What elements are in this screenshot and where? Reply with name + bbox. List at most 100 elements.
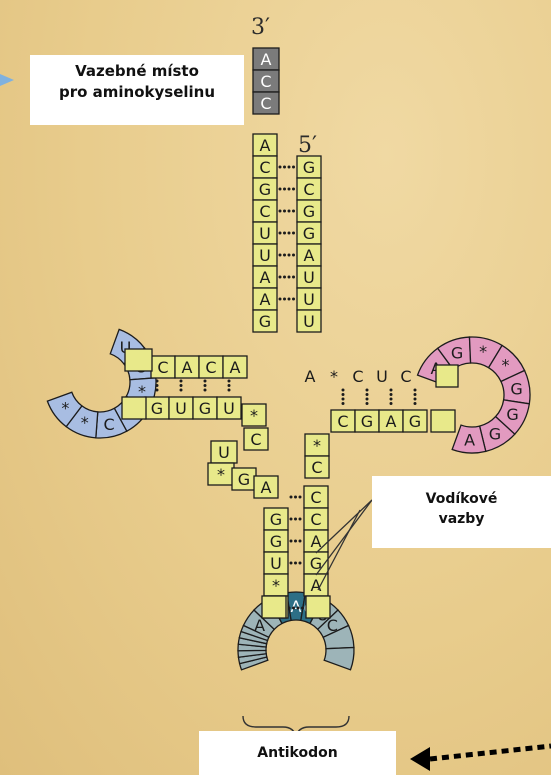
- svg-text:G: G: [451, 343, 463, 362]
- svg-text:G: G: [506, 405, 518, 424]
- hydrogen-bonds-label: Vodíkové vazby: [372, 476, 551, 548]
- svg-text:G: G: [489, 424, 501, 443]
- svg-text:G: G: [270, 532, 282, 551]
- svg-text:*: *: [61, 398, 69, 417]
- t-link-0: [436, 365, 458, 387]
- svg-text:C: C: [352, 367, 363, 386]
- variable-loop-1: C: [305, 456, 329, 478]
- t-arm-top-0: C: [400, 367, 411, 386]
- svg-text:A: A: [261, 50, 272, 69]
- svg-text:*: *: [217, 465, 225, 484]
- svg-text:*: *: [272, 576, 280, 595]
- svg-text:*: *: [502, 356, 510, 375]
- t-arm-top-2: C: [352, 367, 363, 386]
- acceptor-left-6: A: [253, 266, 277, 288]
- svg-text:*: *: [250, 406, 258, 425]
- svg-text:C: C: [400, 367, 411, 386]
- svg-text:G: G: [303, 158, 315, 177]
- svg-text:C: C: [259, 202, 270, 221]
- svg-text:A: A: [311, 532, 322, 551]
- acceptor-left-5: U: [253, 244, 277, 266]
- t-arm-bottom-3: G: [403, 410, 427, 432]
- svg-text:A: A: [260, 268, 271, 287]
- svg-text:U: U: [303, 290, 315, 309]
- acceptor-right-5: U: [297, 266, 321, 288]
- acceptor-overhang-1: C: [253, 70, 279, 92]
- anticodon-stem-left-4: U: [264, 552, 288, 574]
- connector-2: U: [211, 441, 237, 463]
- binding-site-line-2: pro aminokyselinu: [30, 82, 244, 103]
- acceptor-left-2: G: [253, 178, 277, 200]
- d-arm-bottom-3: U: [217, 397, 241, 419]
- anticodon-stem-left-5: *: [264, 574, 288, 596]
- anticodon-stem-left-1: A: [254, 476, 278, 498]
- anticodon-loop-c-1: [324, 647, 354, 669]
- svg-text:*: *: [479, 342, 487, 361]
- svg-text:G: G: [270, 510, 282, 529]
- aminoacid-binding-site-label: Vazebné místo pro aminokyselinu: [30, 55, 244, 125]
- d-arm-top-1: A: [175, 356, 199, 378]
- t-arm-bottom-0: C: [331, 410, 355, 432]
- anticodon-label: Antikodon: [199, 731, 396, 775]
- svg-text:G: G: [199, 399, 211, 418]
- acceptor-right-0: G: [297, 156, 321, 178]
- svg-text:U: U: [175, 399, 187, 418]
- svg-text:C: C: [157, 358, 168, 377]
- svg-text:C: C: [260, 72, 271, 91]
- svg-text:C: C: [337, 412, 348, 431]
- svg-text:*: *: [330, 367, 338, 386]
- svg-text:G: G: [409, 412, 421, 431]
- d-arm-top-2: C: [199, 356, 223, 378]
- d-link-0: [125, 349, 152, 371]
- svg-text:A: A: [230, 358, 241, 377]
- svg-text:*: *: [313, 436, 321, 455]
- svg-text:G: G: [303, 224, 315, 243]
- anticodon-stem-left-3: G: [264, 530, 288, 552]
- t-loop-7: A: [452, 425, 486, 453]
- acceptor-left-3: C: [253, 200, 277, 222]
- acceptor-right-6: U: [297, 288, 321, 310]
- d-arm-bottom-1: U: [169, 397, 193, 419]
- acceptor-left-7: A: [253, 288, 277, 310]
- svg-text:C: C: [311, 458, 322, 477]
- svg-text:G: G: [151, 399, 163, 418]
- binding-site-line-1: Vazebné místo: [30, 61, 244, 82]
- three-prime-label: 3′: [251, 15, 270, 40]
- d-link-1: [122, 397, 146, 419]
- anticodon-stem-right-1: C: [304, 508, 328, 530]
- svg-text:G: G: [361, 412, 373, 431]
- acceptor-right-2: G: [297, 200, 321, 222]
- svg-text:U: U: [259, 224, 271, 243]
- svg-text:A: A: [260, 136, 271, 155]
- svg-text:A: A: [304, 246, 315, 265]
- svg-text:C: C: [250, 430, 261, 449]
- svg-text:G: G: [259, 312, 271, 331]
- svg-text:C: C: [303, 180, 314, 199]
- svg-text:A: A: [386, 412, 397, 431]
- svg-text:A: A: [260, 290, 271, 309]
- t-arm-bottom-1: G: [355, 410, 379, 432]
- svg-text:A: A: [291, 597, 302, 616]
- anticodon-stem-right-2: A: [304, 530, 328, 552]
- svg-text:U: U: [303, 312, 315, 331]
- svg-text:C: C: [310, 488, 321, 507]
- connector-0: *: [242, 404, 266, 426]
- connector-1: C: [244, 428, 268, 450]
- acceptor-right-7: U: [297, 310, 321, 332]
- svg-text:U: U: [218, 443, 230, 462]
- svg-text:C: C: [260, 94, 271, 113]
- anticodon-stem-right-bot-0: [306, 596, 330, 618]
- svg-text:A: A: [464, 431, 475, 450]
- t-arm-top-1: U: [376, 367, 388, 386]
- d-arm-top-3: A: [223, 356, 247, 378]
- svg-text:C: C: [310, 510, 321, 529]
- acceptor-right-1: C: [297, 178, 321, 200]
- anticodon-stem-left-0: G: [232, 468, 256, 490]
- acceptor-right-3: G: [297, 222, 321, 244]
- variable-loop-0: *: [305, 434, 329, 456]
- connector-3: *: [208, 463, 234, 485]
- acceptor-right-4: A: [297, 244, 321, 266]
- svg-text:G: G: [303, 202, 315, 221]
- acceptor-overhang-2: C: [253, 92, 279, 114]
